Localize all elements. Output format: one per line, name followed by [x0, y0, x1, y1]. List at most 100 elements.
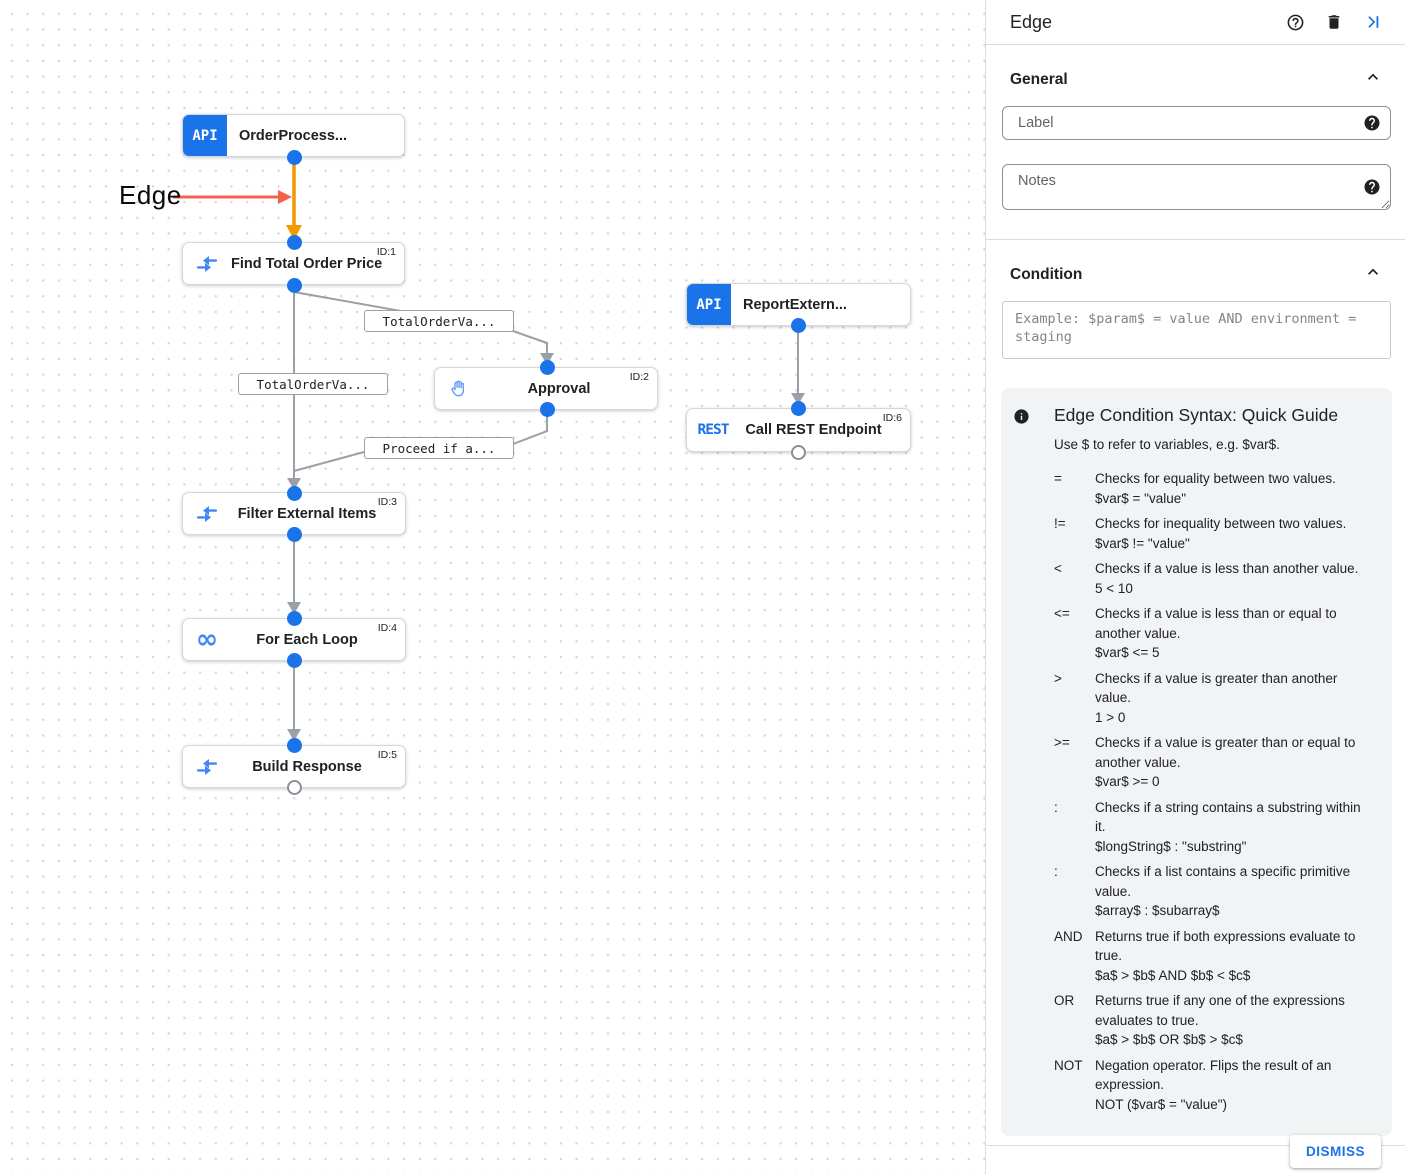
node-id: ID:4	[377, 622, 397, 634]
port-filter-in[interactable]	[286, 485, 302, 501]
label-help-icon[interactable]	[1363, 114, 1381, 132]
guide-rule: <Checks if a value is less than another …	[1054, 559, 1370, 598]
notes-textarea[interactable]	[1002, 164, 1391, 210]
edge-label-totalorderva-2[interactable]: TotalOrderVa...	[238, 373, 388, 395]
notes-help-icon[interactable]	[1363, 178, 1381, 196]
rule-operator: =	[1054, 471, 1062, 486]
port-approval-out[interactable]	[539, 401, 555, 417]
rule-example: $var$ >= 0	[1095, 774, 1160, 789]
rule-example: 1 > 0	[1095, 709, 1126, 725]
edge-callout-label: Edge	[119, 180, 182, 210]
rule-example: $var$ <= 5	[1095, 645, 1160, 660]
rule-example: $var$ != "value"	[1095, 535, 1190, 551]
rule-operator: >=	[1054, 735, 1070, 750]
dismiss-button[interactable]: DISMISS	[1289, 1135, 1381, 1168]
port-orderprocess-out[interactable]	[286, 149, 302, 165]
rule-description: Checks if a value is less than or equal …	[1095, 606, 1337, 641]
edge-label-proceed-if[interactable]: Proceed if a...	[364, 437, 514, 459]
rule-operator: NOT	[1054, 1057, 1083, 1073]
rule-example: NOT ($var$ = "value")	[1095, 1096, 1228, 1112]
node-title: ReportExtern...	[743, 296, 847, 313]
label-field-wrap	[1002, 106, 1391, 140]
edges-layer	[173, 158, 805, 741]
rule-operator: !=	[1054, 516, 1066, 531]
port-rest-in[interactable]	[790, 400, 806, 416]
condition-syntax-guide: Edge Condition Syntax: Quick Guide Use $…	[1001, 388, 1392, 1136]
condition-field-wrap	[1002, 301, 1391, 364]
rule-description: Checks for equality between two values.	[1095, 471, 1336, 486]
panel-footer: DISMISS	[986, 1135, 1405, 1168]
data-mapping-icon	[183, 254, 231, 274]
rule-example: $var$ = "value"	[1095, 490, 1187, 506]
node-title: Call REST Endpoint	[745, 422, 882, 438]
rule-example: $longString$ : "substring"	[1095, 838, 1247, 854]
node-title: Approval	[527, 380, 591, 397]
edge-label-totalorderva-1[interactable]: TotalOrderVa...	[364, 310, 514, 332]
node-orderprocess[interactable]: API OrderProcess...	[182, 114, 405, 157]
node-title: Find Total Order Price	[231, 255, 383, 272]
port-rest-end[interactable]	[790, 444, 806, 460]
rule-operator: <=	[1054, 606, 1070, 621]
panel-header: Edge	[986, 0, 1405, 45]
label-input[interactable]	[1002, 106, 1391, 140]
node-id: ID:5	[377, 749, 397, 761]
port-foreach-out[interactable]	[286, 652, 302, 668]
node-title: OrderProcess...	[239, 127, 347, 144]
annotation-arrow	[173, 190, 292, 204]
rule-operator: <	[1054, 561, 1062, 576]
data-mapping-icon	[183, 757, 231, 777]
node-id: ID:6	[882, 412, 902, 424]
edge-config-panel: Edge General	[985, 0, 1405, 1174]
guide-rule: <= Checks if a value is less than or equa…	[1054, 604, 1370, 663]
general-section-title: General	[1010, 70, 1068, 88]
rule-description: Returns true if any one of the expressio…	[1095, 993, 1345, 1028]
delete-icon[interactable]	[1323, 11, 1345, 33]
rest-icon: REST	[697, 422, 730, 438]
port-approval-in[interactable]	[539, 359, 555, 375]
rule-description: Checks for inequality between two values…	[1095, 516, 1347, 531]
api-badge-icon: API	[183, 115, 227, 156]
rule-description: Checks if a value is greater than anothe…	[1095, 670, 1338, 706]
chevron-up-icon[interactable]	[1363, 67, 1383, 92]
rule-description: Returns true if both expressions evaluat…	[1095, 928, 1356, 964]
rule-description: Checks if a value is greater than or equ…	[1095, 735, 1356, 770]
port-build-end[interactable]	[286, 779, 302, 795]
rule-description: Negation operator. Flips the result of a…	[1095, 1057, 1332, 1093]
help-icon[interactable]	[1284, 11, 1307, 34]
hand-icon	[435, 379, 483, 399]
rule-operator: :	[1054, 864, 1058, 879]
guide-rule: != Checks for inequality between two valu…	[1054, 514, 1370, 553]
rule-description: Checks if a string contains a substring …	[1095, 799, 1361, 835]
port-find-in[interactable]	[286, 234, 302, 250]
chevron-up-icon[interactable]	[1363, 262, 1383, 287]
port-report-out[interactable]	[790, 317, 806, 333]
port-foreach-in[interactable]	[286, 610, 302, 626]
rule-example: $a$ > $b$ OR $b$ > $c$	[1095, 1032, 1243, 1047]
condition-textarea[interactable]	[1002, 301, 1391, 359]
rule-operator: :	[1054, 799, 1058, 815]
guide-rule: : Checks if a string contains a substring…	[1054, 798, 1370, 857]
port-filter-out[interactable]	[286, 526, 302, 542]
guide-rule: NOT Negation operator. Flips the result o…	[1054, 1056, 1370, 1115]
collapse-panel-icon[interactable]	[1361, 10, 1385, 34]
flow-canvas[interactable]: API OrderProcess... ID:1 Find Total Orde…	[0, 0, 985, 1174]
port-build-in[interactable]	[286, 737, 302, 753]
guide-rule: = Checks for equality between two values.…	[1054, 469, 1370, 508]
infinity-loop-icon: ∞	[195, 623, 219, 655]
rule-operator: >	[1054, 670, 1062, 686]
general-section-header: General	[986, 45, 1405, 106]
guide-rule: :Checks if a list contains a specific pr…	[1054, 862, 1370, 921]
edge-selected-orange[interactable]	[286, 158, 302, 240]
port-find-out[interactable]	[286, 277, 302, 293]
guide-rule: >= Checks if a value is greater than or e…	[1054, 733, 1370, 792]
node-title: For Each Loop	[256, 631, 358, 648]
condition-section-header: Condition	[986, 240, 1405, 301]
guide-rule: > Checks if a value is greater than anoth…	[1054, 669, 1370, 728]
guide-intro: Use $ to refer to variables, e.g. $var$.	[1054, 437, 1280, 452]
rule-example: $a$ > $b$ AND $b$ < $c$	[1095, 967, 1251, 983]
data-mapping-icon	[183, 504, 231, 524]
node-id: ID:3	[377, 496, 397, 508]
